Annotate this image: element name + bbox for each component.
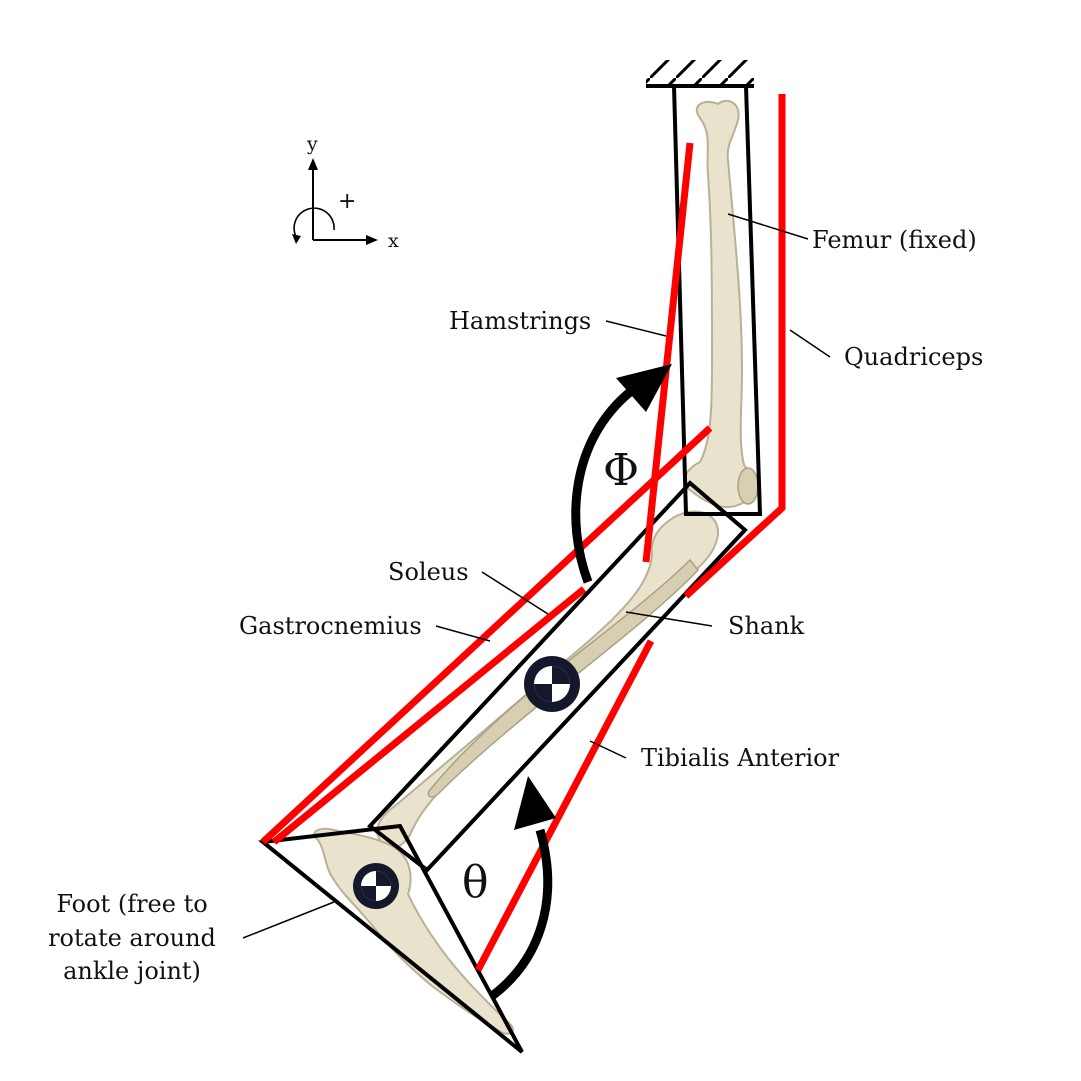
quadriceps-label: Quadriceps: [844, 343, 983, 371]
rotation-arrow-icon: [294, 208, 334, 240]
x-axis-arrow-icon: [366, 235, 378, 245]
foot-label-line3: ankle joint): [63, 957, 201, 985]
ankle-angle-label: θ: [462, 857, 489, 908]
hatched-ground-icon: [646, 60, 754, 86]
femur-label: Femur (fixed): [812, 226, 977, 254]
x-axis-label: x: [388, 230, 399, 252]
center-of-mass-icon: [353, 863, 399, 909]
foot-label-line2: rotate around: [48, 924, 216, 952]
knee-angle-label: Φ: [603, 445, 639, 496]
soleus-label: Soleus: [388, 558, 469, 586]
fixed-support: [646, 60, 754, 86]
y-axis-label: y: [306, 133, 318, 155]
shank-label: Shank: [728, 612, 805, 640]
patella-bone: [738, 468, 758, 504]
tibialis-anterior-label: Tibialis Anterior: [641, 744, 840, 772]
rotation-sign-label: +: [338, 189, 356, 214]
foot-label-line1: Foot (free to: [56, 890, 207, 918]
center-of-mass-icon: [524, 656, 580, 712]
y-axis-arrow-icon: [308, 158, 318, 170]
hamstrings-label: Hamstrings: [449, 307, 591, 335]
ankle-arrowhead-icon: [514, 776, 556, 830]
coordinate-system: [292, 158, 378, 245]
gastrocnemius-label: Gastrocnemius: [239, 612, 422, 640]
